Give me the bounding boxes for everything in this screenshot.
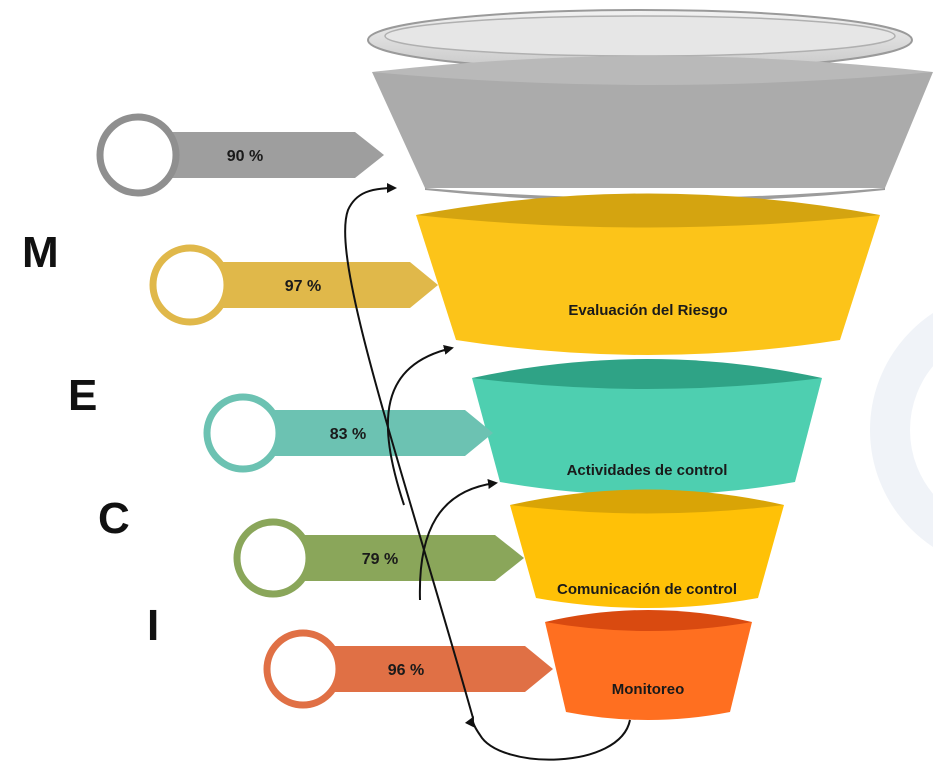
letter-e: E bbox=[68, 371, 97, 420]
svg-text:83 %: 83 % bbox=[330, 426, 366, 443]
svg-text:96 %: 96 % bbox=[388, 662, 424, 679]
stage-label-evaluacion: Evaluación del Riesgo bbox=[568, 302, 727, 319]
svg-text:97 %: 97 % bbox=[285, 278, 321, 295]
arrow-to-level-3 bbox=[418, 479, 498, 601]
percent-tag-1: 90 % bbox=[96, 113, 384, 197]
funnel-level-3: Actividades de control bbox=[472, 359, 822, 495]
funnel-level-5: Monitoreo bbox=[545, 610, 752, 720]
arrow-loop-bottom bbox=[464, 716, 631, 761]
letter-i: I bbox=[147, 601, 159, 650]
watermark-shape bbox=[870, 313, 933, 547]
funnel-level-4: Comunicación de control bbox=[510, 489, 784, 608]
funnel-level-1 bbox=[372, 56, 933, 202]
percent-tag-3: 83 % bbox=[203, 393, 493, 473]
stage-label-actividades: Actividades de control bbox=[567, 462, 728, 479]
percent-tag-2: 97 % bbox=[149, 244, 438, 326]
percent-tag-4: 79 % bbox=[233, 518, 524, 598]
funnel-rim bbox=[367, 9, 913, 71]
flow-arrows bbox=[344, 183, 631, 761]
arrow-to-level-1 bbox=[344, 183, 474, 719]
letter-c: C bbox=[98, 494, 130, 543]
letter-m: M bbox=[22, 228, 59, 277]
arrow-to-level-2 bbox=[387, 344, 454, 506]
stage-label-monitoreo: Monitoreo bbox=[612, 681, 685, 698]
stage-label-comunicacion: Comunicación de control bbox=[557, 581, 737, 598]
svg-text:79 %: 79 % bbox=[362, 551, 398, 568]
svg-text:90 %: 90 % bbox=[227, 148, 263, 165]
funnel-level-2: Evaluación del Riesgo bbox=[416, 193, 880, 355]
percent-tag-5: 96 % bbox=[263, 629, 553, 709]
